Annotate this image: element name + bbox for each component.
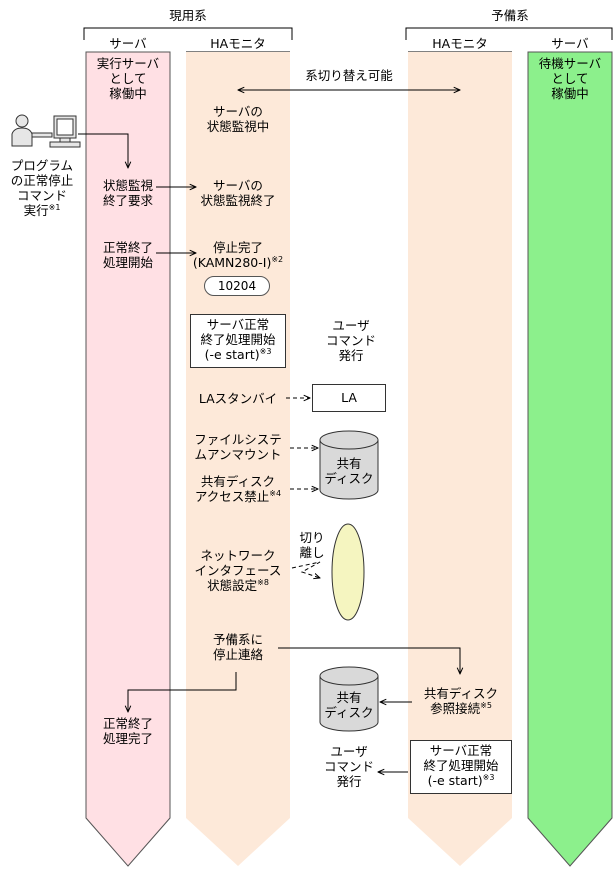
- la-box-label: LA: [341, 390, 357, 405]
- shared-disk-label-2: 共有 ディスク: [324, 690, 374, 720]
- disconnect-arrow: [291, 561, 320, 578]
- disconnect-label: 切り 離し: [299, 530, 325, 560]
- message-code-badge: 10204: [204, 276, 270, 296]
- standby-group-title: 予備系: [491, 8, 529, 23]
- shared-disk-icon: [319, 430, 379, 500]
- operator-at-computer-icon: [11, 114, 81, 148]
- fs-unmount-label: ファイルシステ ムアンマウント: [194, 432, 282, 462]
- network-interface-icon: [331, 523, 365, 621]
- user-command-label: ユーザ コマンド 発行: [325, 318, 376, 363]
- operator-command-label: プログラム の正常停止 コマンド 実行※1: [10, 158, 74, 218]
- standby-server-column: サーバ: [551, 36, 589, 51]
- active-ha-column: HAモニタ: [210, 36, 266, 51]
- active-ha-lane: [186, 52, 290, 866]
- stop-monitor-request: 状態監視 終了要求: [102, 178, 153, 208]
- active-group-bracket: [83, 27, 293, 40]
- standby-server-normal-end-label: サーバ正常 終了処理開始 (-e start)※3: [423, 743, 499, 788]
- stop-complete-label: 停止完了 (KAMN280-I)※2: [192, 240, 284, 270]
- active-group-title: 現用系: [169, 8, 207, 23]
- notify-back-arrow: [128, 672, 237, 712]
- command-arrow: [78, 133, 128, 168]
- ha-monitoring-label: サーバの 状態監視中: [206, 104, 270, 134]
- standby-server-normal-end-box: [410, 740, 512, 794]
- la-box: [312, 384, 386, 412]
- shared-disk-connect-label: 共有ディスク 参照接続※5: [423, 686, 499, 716]
- standby-server-lane: [527, 51, 613, 867]
- active-server-column: サーバ: [109, 36, 147, 51]
- active-server-lane: [85, 51, 171, 867]
- standby-ha-lane: [408, 52, 512, 866]
- network-interface-label: ネットワーク インタフェース 状態設定※8: [194, 548, 282, 593]
- server-normal-end-label: サーバ正常 終了処理開始 (-e start)※3: [200, 317, 276, 362]
- active-server-state: 実行サーバ として 稼働中: [96, 56, 160, 101]
- notify-standby-arrow: [278, 647, 460, 674]
- notify-standby-label: 予備系に 停止連絡: [212, 632, 263, 662]
- disk-access-ban-label: 共有ディスク アクセス禁止※4: [194, 474, 282, 504]
- shared-disk-icon-2: [319, 666, 379, 732]
- shared-disk-label: 共有 ディスク: [324, 456, 374, 486]
- monitor-end-label: サーバの 状態監視終了: [200, 178, 276, 208]
- normal-end-start: 正常終了 処理開始: [102, 240, 153, 270]
- la-standby-label: LAスタンバイ: [198, 391, 278, 406]
- switchable-label: 系切り替え可能: [305, 68, 393, 83]
- normal-end-complete: 正常終了 処理完了: [102, 716, 153, 746]
- standby-group-bracket: [405, 27, 613, 40]
- server-normal-end-box: [190, 314, 286, 368]
- standby-user-command-label: ユーザ コマンド 発行: [323, 744, 374, 789]
- standby-server-state: 待機サーバ として 稼働中: [538, 56, 602, 101]
- standby-ha-column: HAモニタ: [432, 36, 488, 51]
